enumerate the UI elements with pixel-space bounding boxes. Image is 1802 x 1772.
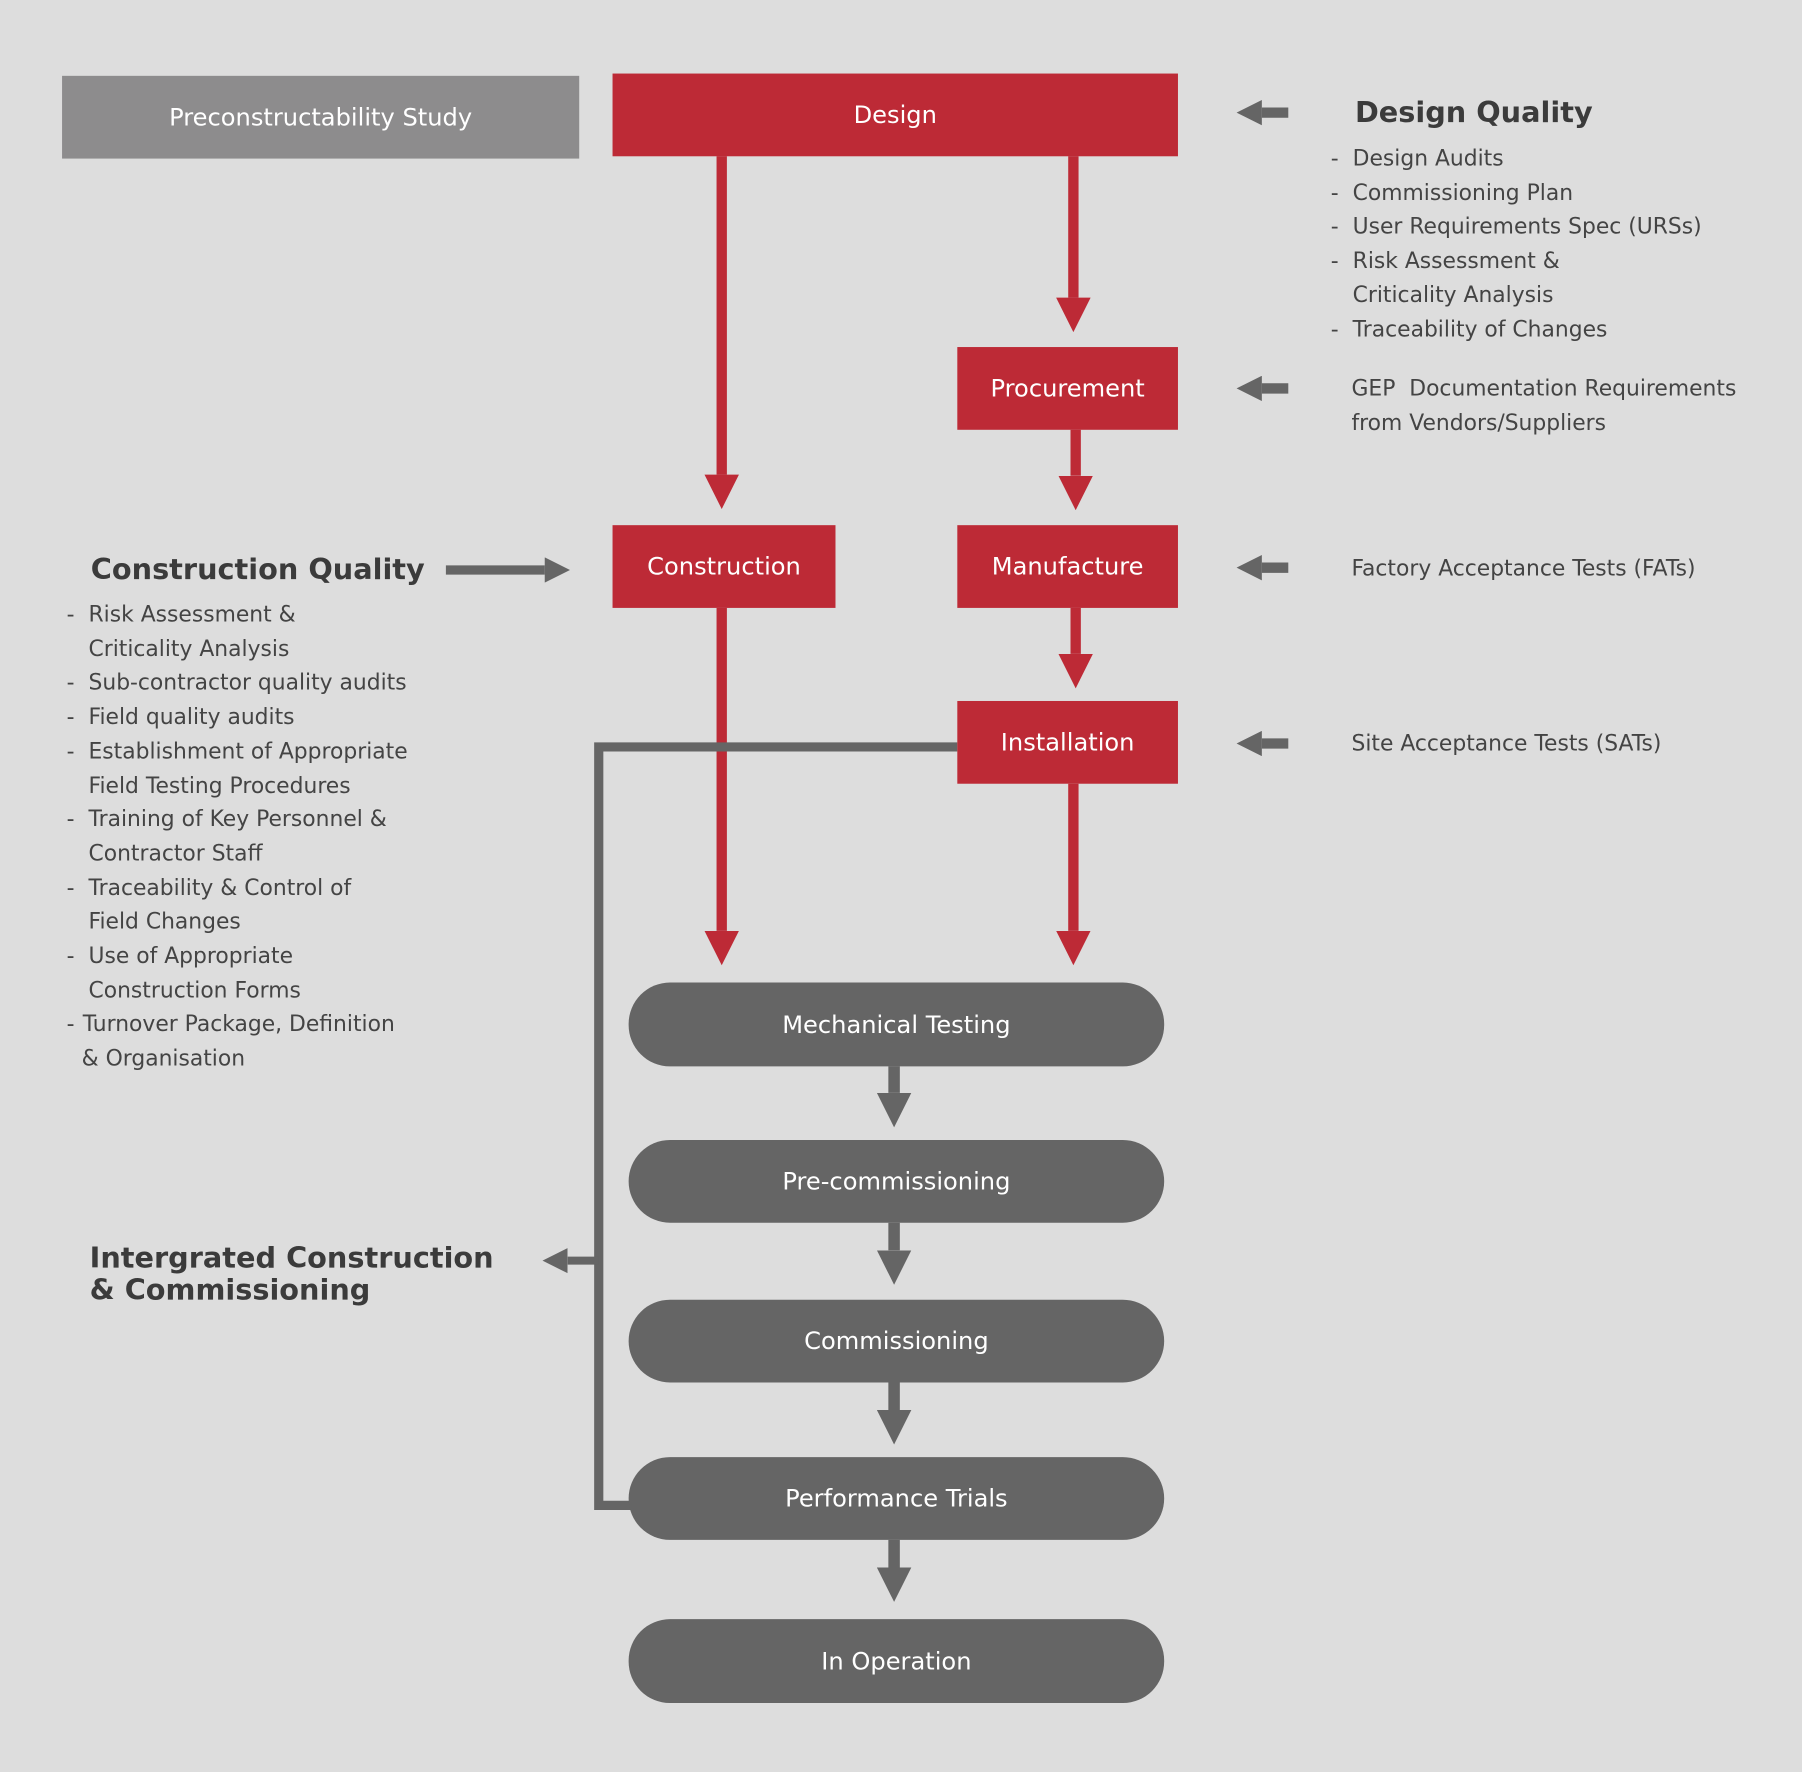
commissioning-stage: Commissioning <box>628 1299 1165 1383</box>
construction-quality-item-continued: & Organisation <box>81 1045 246 1072</box>
integrated-heading-line2: & Commissioning <box>89 1273 371 1307</box>
design-quality-item: Risk Assessment & <box>1331 245 1702 279</box>
construction-quality-list: Risk Assessment & Criticality Analysis S… <box>67 599 408 1077</box>
procurement-note-line1: GEP Documentation Requirements <box>1351 375 1737 402</box>
construction-quality-item-continued: Criticality Analysis <box>88 636 290 662</box>
precommissioning-label: Pre-commissioning <box>782 1167 1011 1196</box>
mechanical-testing-label: Mechanical Testing <box>782 1010 1011 1039</box>
construction-quality-heading: Construction Quality <box>90 552 425 587</box>
precommissioning-stage: Pre-commissioning <box>628 1139 1165 1223</box>
construction-quality-item: Use of Appropriate <box>67 940 408 974</box>
installation-note: Site Acceptance Tests (SATs) <box>1351 730 1662 757</box>
mechanical-testing-stage: Mechanical Testing <box>628 982 1165 1067</box>
manufacture-label: Manufacture <box>991 552 1144 581</box>
design-quality-list: Design Audits Commissioning Plan User Re… <box>1331 142 1702 347</box>
commissioning-label: Commissioning <box>804 1327 989 1355</box>
integrated-bracket-line <box>594 742 958 1510</box>
design-quality-item: User Requirements Spec (URSs) <box>1331 211 1702 245</box>
performance-trials-stage: Performance Trials <box>628 1457 1165 1540</box>
construction-quality-item: Training of Key Personnel & <box>67 804 408 838</box>
design-quality-item-continued: Criticality Analysis <box>1352 282 1554 308</box>
performance-trials-label: Performance Trials <box>785 1484 1008 1513</box>
construction-quality-item: Sub-contractor quality audits <box>67 667 408 701</box>
construction-quality-item: Turnover Package, Definition <box>67 1008 408 1042</box>
design-quality-item: Traceability of Changes <box>1331 313 1702 347</box>
in-operation-label: In Operation <box>821 1647 972 1675</box>
construction-quality-item: Traceability & Control of <box>67 872 408 906</box>
manufacture-note: Factory Acceptance Tests (FATs) <box>1351 556 1696 582</box>
design-quality-item: Commissioning Plan <box>1331 177 1702 211</box>
construction-quality-item: Field quality audits <box>67 701 408 735</box>
installation-label: Installation <box>1000 728 1135 757</box>
integrated-heading-line1: Intergrated Construction <box>89 1241 494 1275</box>
construction-quality-item: Establishment of Appropriate <box>67 735 408 769</box>
construction-box: Construction <box>612 525 836 608</box>
design-quality-item: Design Audits <box>1331 142 1702 176</box>
construction-label: Construction <box>647 552 801 581</box>
construction-quality-item-continued: Construction Forms <box>88 977 301 1003</box>
in-operation-stage: In Operation <box>628 1619 1165 1704</box>
procurement-note-line2: from Vendors/Suppliers <box>1351 410 1607 436</box>
manufacture-box: Manufacture <box>957 525 1178 608</box>
preconstructability-label: Preconstructability Study <box>169 103 473 132</box>
procurement-label: Procurement <box>990 374 1145 403</box>
construction-quality-item-continued: Field Testing Procedures <box>88 772 351 799</box>
design-quality-heading: Design Quality <box>1354 95 1593 129</box>
installation-box: Installation <box>957 700 1178 784</box>
construction-quality-item-continued: Contractor Staff <box>88 841 263 867</box>
design-label: Design <box>853 101 937 129</box>
design-box: Design <box>612 73 1178 157</box>
construction-quality-item: Risk Assessment & <box>67 599 408 633</box>
preconstructability-box: Preconstructability Study <box>62 75 580 159</box>
procurement-box: Procurement <box>957 347 1178 430</box>
construction-quality-item-continued: Field Changes <box>88 909 241 935</box>
